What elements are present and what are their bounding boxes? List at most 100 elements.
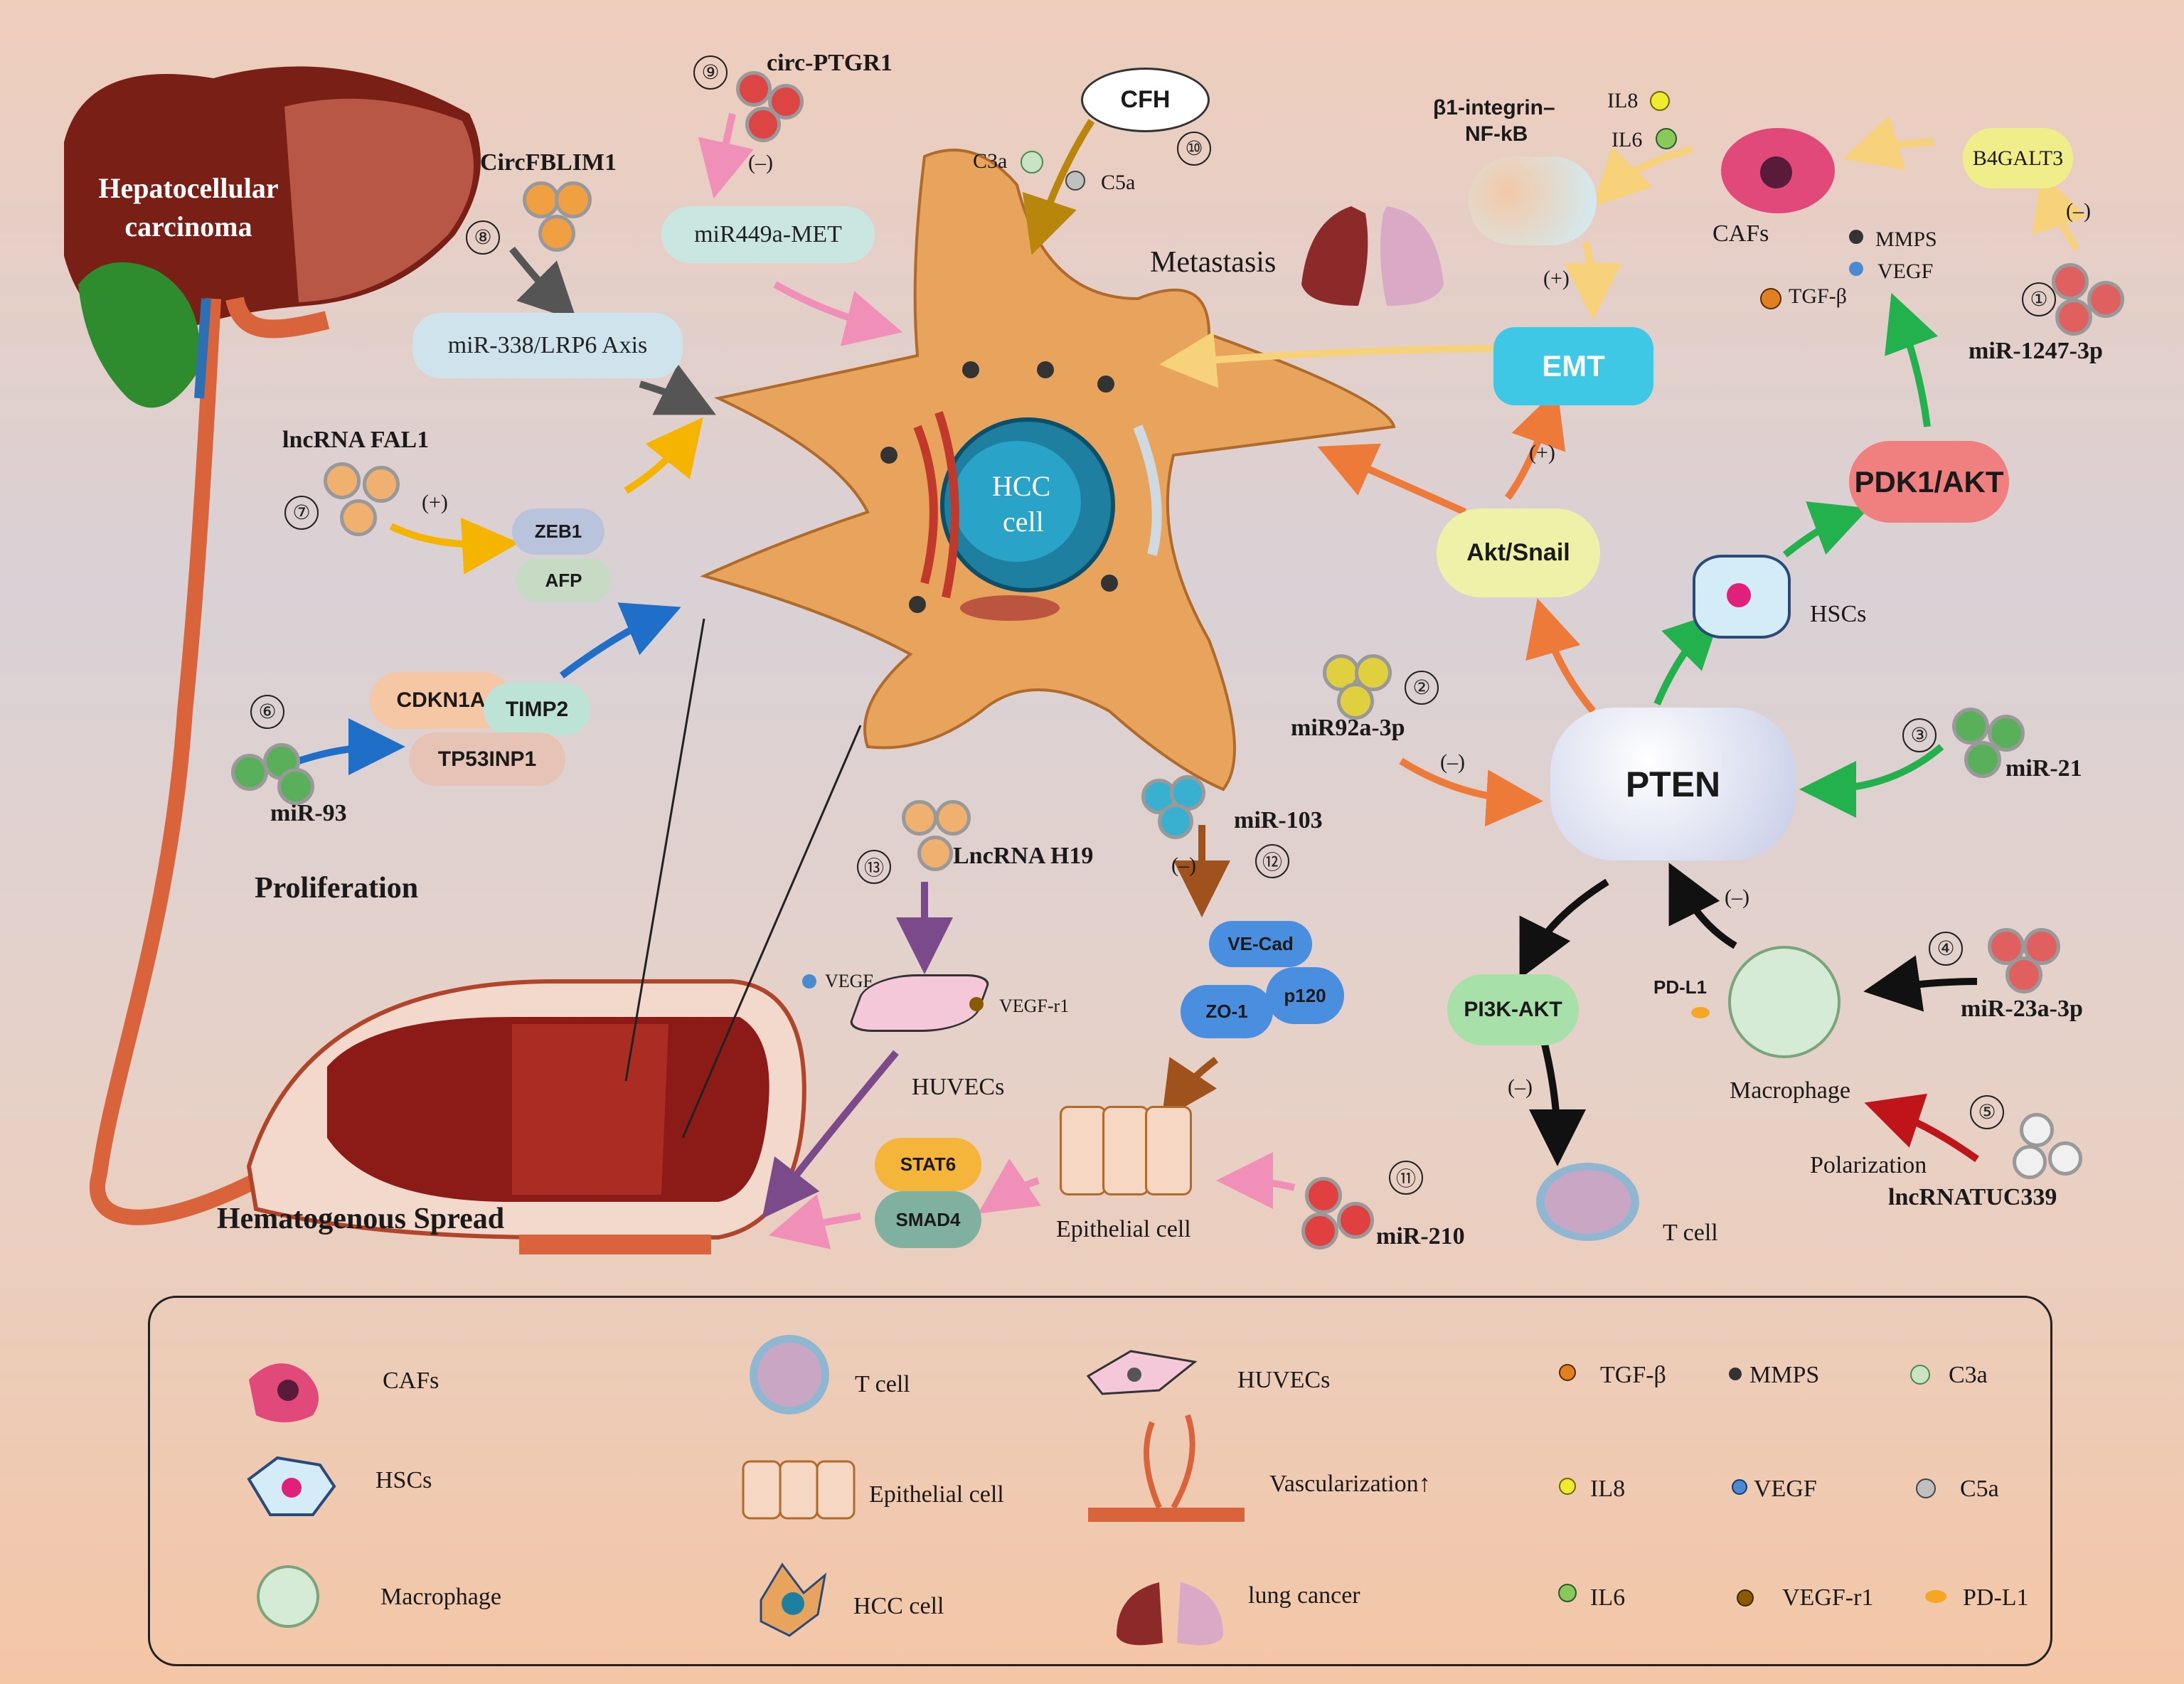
legend-cafs: CAFs [383,1368,440,1394]
exosome-tuc339-b [2013,1145,2047,1179]
exosome-mir21-a [1952,708,1989,745]
exosome-mir23a-c [2005,956,2042,993]
legend-pdl1: PD-L1 [1963,1584,2029,1611]
il8-dot [1650,91,1670,111]
num-9: ⑨ [693,55,728,90]
num-8: ⑧ [466,220,500,255]
exosome-mir21-c [1964,741,2001,778]
legend-lung-cancer: lung cancer [1248,1582,1360,1609]
legend-vegf-r1: VEGF-r1 [1782,1584,1874,1611]
polarization-label: Polarization [1810,1152,1927,1178]
lncrna-h19-label: LncRNA H19 [953,843,1094,869]
legend-macrophage: Macrophage [380,1584,501,1610]
sign-minus-12: (–) [1171,853,1196,877]
b1-integrin-nfkb-blob [1469,156,1597,245]
legend-huvecs: HUVECs [1237,1367,1331,1393]
arrows [297,112,2087,1249]
exosome-mir92a-c [1337,683,1374,720]
exosome-circ-ptgr1-a [736,71,772,107]
exosome-mir210-a [1305,1177,1342,1214]
hsc-nucleus [1727,583,1751,607]
epithelial-label: Epithelial cell [1056,1216,1191,1242]
exosome-mir1247-a [2052,263,2089,300]
exosome-circ-ptgr1-c [745,107,781,142]
vegf-left-dot [802,974,816,988]
legend-mmps: MMPS [1749,1362,1820,1388]
legend-vegf: VEGF [1754,1476,1817,1502]
smad4-box: SMAD4 [875,1191,981,1248]
t-cell-label: T cell [1663,1220,1718,1246]
lncrna-fal1-label: lncRNA FAL1 [282,427,430,453]
epithelial-cell-2 [1102,1106,1149,1195]
hcc-label-line2: cell [1003,506,1044,538]
mmps-dot [1849,230,1863,244]
timp2-box: TIMP2 [484,683,590,736]
num-2: ② [1405,671,1439,705]
exosome-fal1-a [324,462,361,499]
sign-minus-4: (–) [1725,885,1749,909]
legend-epithelial: Epithelial cell [869,1481,1004,1508]
num-6: ⑥ [250,695,284,729]
sign-plus-akt: (+) [1529,441,1555,464]
proliferation-label: Proliferation [255,872,419,905]
exosome-h19-a [902,800,937,836]
exosome-h19-b [935,800,971,836]
ve-cad-box: VE-Cad [1209,921,1312,967]
sign-plus-emt: (+) [1543,267,1570,290]
legend-dots [1558,1364,1946,1606]
exosome-mir210-b [1337,1202,1374,1239]
caf-nucleus [1760,156,1792,188]
il8-label: IL8 [1607,89,1639,112]
exosome-circ-ptgr1-b [768,84,804,119]
mir449a-met-box: miR449a-MET [661,206,875,263]
c5a-dot [1065,171,1085,191]
nfkb-label: NF-kB [1465,122,1528,146]
liver-illustration [64,66,481,1225]
mmps-label: MMPS [1875,228,1937,251]
c5a-label: C5a [1101,171,1136,194]
vegf-r1-label: VEGF-r1 [999,996,1070,1016]
num-5: ⑤ [1970,1095,2004,1129]
vegf-r1-dot [969,997,984,1011]
pdk1-akt-box: PDK1/AKT [1849,441,2009,523]
num-1: ① [2022,282,2056,316]
legend-il8: IL8 [1590,1476,1626,1502]
cfh-box: CFH [1081,68,1210,132]
legend-icons [247,1335,1245,1646]
b1-integrin-label: β1-integrin– [1433,96,1555,119]
mir1247-label: miR-1247-3p [1969,338,2103,364]
tgfb-dot [1760,288,1781,309]
legend-hcc-cell: HCC cell [853,1593,944,1619]
num-7: ⑦ [284,496,319,530]
hcc-cell-illustration [700,149,1396,792]
exosome-mir210-c [1301,1213,1338,1249]
exosome-tuc339-a [2020,1113,2054,1147]
zeb1-box: ZEB1 [512,508,604,555]
sign-minus-b4galt3: (–) [2066,199,2091,223]
p120-box: p120 [1266,967,1344,1024]
exosome-mir93-c [277,768,314,805]
exosome-mir103-c [1158,804,1193,839]
exosome-tuc339-c [2048,1141,2082,1176]
afp-box: AFP [516,558,612,602]
legend-box [148,1296,2052,1666]
pdl1-dot [1691,1007,1710,1018]
il6-label: IL6 [1612,128,1643,151]
exosome-circfblim1-a [523,181,560,218]
exosome-circfblim1-c [538,215,575,252]
metastasis-label: Metastasis [1150,246,1277,279]
macrophage-label: Macrophage [1730,1077,1850,1104]
sign-minus-2: (–) [1440,750,1465,774]
huvecs-label: HUVECs [912,1074,1005,1100]
legend-t-cell: T cell [855,1371,910,1397]
num-13: ⑬ [857,850,891,884]
c3a-dot [1021,151,1043,174]
c3a-label: C3a [973,149,1008,173]
exosome-mir1247-b [2087,281,2124,318]
b4galt3-box: B4GALT3 [1963,128,2073,188]
legend-c3a: C3a [1949,1362,1988,1388]
stat6-box: STAT6 [875,1138,981,1191]
tgfb-label: TGF-β [1789,284,1847,308]
